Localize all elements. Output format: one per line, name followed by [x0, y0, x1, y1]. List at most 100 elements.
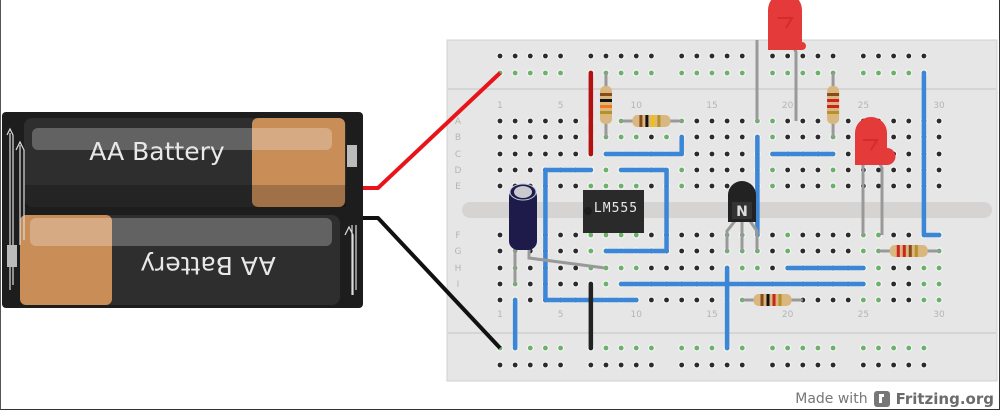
breadboard-hole[interactable] [573, 281, 579, 287]
breadboard-hole[interactable] [815, 134, 821, 140]
breadboard-hole[interactable] [860, 345, 866, 351]
breadboard-hole[interactable] [633, 345, 639, 351]
breadboard-hole[interactable] [679, 70, 685, 76]
breadboard-hole[interactable] [815, 183, 821, 189]
breadboard-hole[interactable] [694, 297, 700, 303]
breadboard-hole[interactable] [497, 265, 503, 271]
breadboard-hole[interactable] [664, 134, 669, 140]
breadboard-hole[interactable] [664, 297, 669, 303]
breadboard-hole[interactable] [558, 345, 563, 351]
breadboard-hole[interactable] [921, 345, 927, 351]
breadboard-hole[interactable] [543, 345, 548, 351]
breadboard-hole[interactable] [603, 53, 609, 59]
breadboard-hole[interactable] [815, 232, 821, 238]
breadboard-hole[interactable] [770, 232, 775, 238]
breadboard-hole[interactable] [558, 248, 563, 254]
breadboard-hole[interactable] [936, 134, 942, 140]
breadboard-hole[interactable] [876, 232, 881, 238]
breadboard-hole[interactable] [694, 70, 700, 76]
breadboard-hole[interactable] [815, 118, 821, 124]
breadboard-hole[interactable] [785, 183, 791, 189]
breadboard-hole[interactable] [785, 362, 791, 368]
breadboard-hole[interactable] [739, 134, 745, 140]
breadboard-hole[interactable] [527, 362, 533, 368]
breadboard-hole[interactable] [497, 362, 503, 368]
breadboard-hole[interactable] [497, 281, 503, 287]
breadboard-hole[interactable] [845, 151, 851, 157]
breadboard-hole[interactable] [921, 53, 927, 59]
breadboard-hole[interactable] [936, 118, 942, 124]
breadboard-hole[interactable] [649, 134, 654, 140]
breadboard-hole[interactable] [543, 70, 548, 76]
breadboard-hole[interactable] [936, 281, 942, 287]
breadboard-hole[interactable] [558, 151, 563, 157]
breadboard-hole[interactable] [845, 297, 851, 303]
breadboard-hole[interactable] [860, 70, 866, 76]
breadboard-hole[interactable] [936, 151, 942, 157]
breadboard-hole[interactable] [603, 167, 609, 173]
breadboard-hole[interactable] [815, 53, 821, 59]
breadboard-hole[interactable] [785, 70, 791, 76]
breadboard-hole[interactable] [739, 70, 745, 76]
breadboard-hole[interactable] [906, 232, 912, 238]
breadboard-hole[interactable] [709, 232, 715, 238]
breadboard-hole[interactable] [649, 345, 654, 351]
breadboard-hole[interactable] [876, 297, 881, 303]
breadboard-hole[interactable] [527, 345, 533, 351]
breadboard-hole[interactable] [815, 167, 821, 173]
breadboard-hole[interactable] [527, 151, 533, 157]
breadboard-hole[interactable] [891, 362, 897, 368]
breadboard-hole[interactable] [845, 167, 851, 173]
breadboard-hole[interactable] [527, 70, 533, 76]
breadboard-hole[interactable] [739, 118, 745, 124]
breadboard-hole[interactable] [603, 281, 609, 287]
breadboard-hole[interactable] [679, 345, 685, 351]
breadboard-hole[interactable] [694, 167, 700, 173]
breadboard-hole[interactable] [694, 232, 700, 238]
breadboard-hole[interactable] [800, 362, 806, 368]
wire-red-positive[interactable] [363, 71, 502, 190]
breadboard-hole[interactable] [497, 167, 503, 173]
breadboard-hole[interactable] [649, 232, 654, 238]
breadboard-hole[interactable] [512, 118, 518, 124]
breadboard-hole[interactable] [906, 53, 912, 59]
breadboard-hole[interactable] [906, 281, 912, 287]
breadboard-hole[interactable] [770, 183, 775, 189]
breadboard-hole[interactable] [512, 151, 518, 157]
breadboard-hole[interactable] [694, 362, 700, 368]
breadboard-hole[interactable] [618, 232, 624, 238]
breadboard-hole[interactable] [709, 70, 715, 76]
breadboard-hole[interactable] [497, 53, 503, 59]
breadboard-hole[interactable] [815, 70, 821, 76]
led-1[interactable] [755, 0, 806, 121]
breadboard-hole[interactable] [694, 248, 700, 254]
breadboard-hole[interactable] [603, 345, 609, 351]
breadboard-hole[interactable] [558, 281, 563, 287]
breadboard-hole[interactable] [785, 167, 791, 173]
breadboard-hole[interactable] [588, 53, 594, 59]
breadboard-hole[interactable] [679, 362, 685, 368]
breadboard-hole[interactable] [633, 265, 639, 271]
battery-holder[interactable]: AA Battery AA Battery [2, 112, 363, 308]
breadboard-hole[interactable] [497, 118, 503, 124]
breadboard-hole[interactable] [860, 248, 866, 254]
breadboard-hole[interactable] [830, 248, 836, 254]
breadboard-hole[interactable] [573, 183, 579, 189]
breadboard-hole[interactable] [876, 53, 881, 59]
breadboard-hole[interactable] [527, 297, 533, 303]
breadboard-hole[interactable] [558, 118, 563, 124]
breadboard-hole[interactable] [891, 167, 897, 173]
breadboard-hole[interactable] [876, 345, 881, 351]
breadboard-hole[interactable] [588, 362, 594, 368]
wire-black-negative[interactable] [363, 216, 502, 350]
breadboard-hole[interactable] [845, 183, 851, 189]
resistor[interactable] [599, 73, 612, 137]
breadboard-hole[interactable] [876, 362, 881, 368]
breadboard-hole[interactable] [679, 183, 685, 189]
breadboard-hole[interactable] [845, 134, 851, 140]
breadboard-hole[interactable] [694, 53, 700, 59]
breadboard-hole[interactable] [906, 362, 912, 368]
breadboard-hole[interactable] [739, 53, 745, 59]
breadboard-hole[interactable] [845, 248, 851, 254]
breadboard-hole[interactable] [649, 297, 654, 303]
